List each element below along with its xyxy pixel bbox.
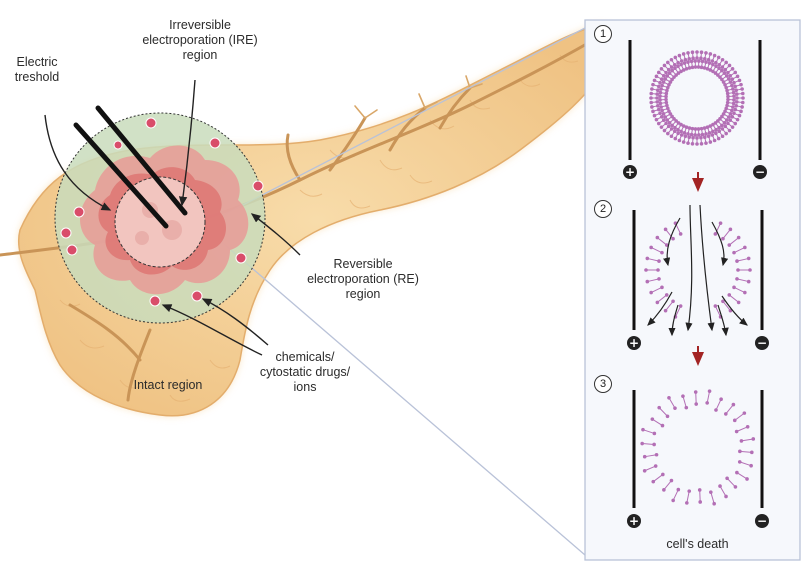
step-number-3: 3: [594, 375, 612, 393]
positive-electrode-icon: +: [627, 336, 641, 350]
positive-electrode-icon: +: [627, 514, 641, 528]
cell-panel: [585, 20, 800, 560]
label-intact-region: Intact region: [118, 378, 218, 393]
label-ire-region: Irreversible electroporation (IRE) regio…: [135, 18, 265, 63]
label-electric-threshold: Electric treshold: [2, 55, 72, 85]
step-number-1: 1: [594, 25, 612, 43]
label-chemicals: chemicals/ cytostatic drugs/ ions: [245, 350, 365, 395]
positive-electrode-icon: +: [623, 165, 637, 179]
label-cell-death: cell's death: [650, 537, 745, 552]
negative-electrode-icon: −: [753, 165, 767, 179]
negative-electrode-icon: −: [755, 336, 769, 350]
negative-electrode-icon: −: [755, 514, 769, 528]
label-re-region: Reversible electroporation (RE) region: [288, 257, 438, 302]
step-number-2: 2: [594, 200, 612, 218]
